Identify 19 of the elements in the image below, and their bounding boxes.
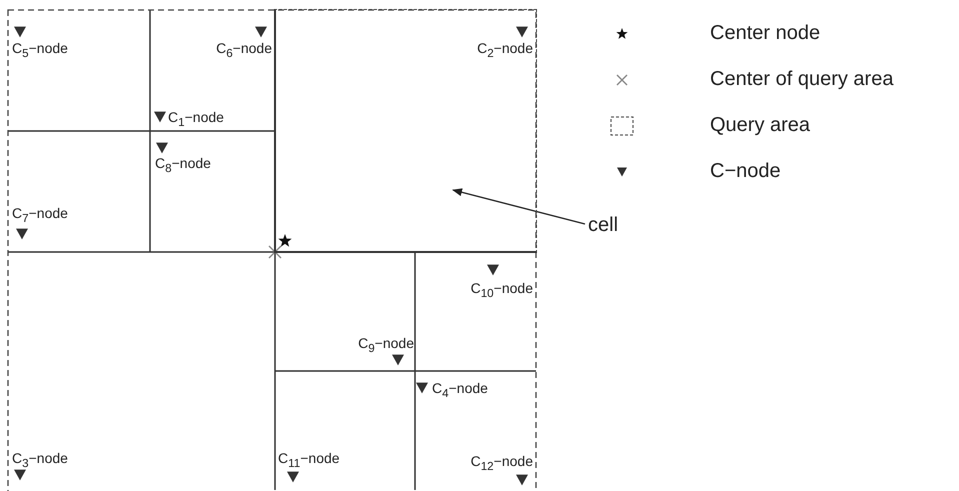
node-label: C$_{6}$−node bbox=[216, 40, 272, 62]
node-label: C$_{10}$−node bbox=[470, 280, 533, 302]
node-label: C$_{5}$−node bbox=[12, 40, 68, 62]
legend-label: Center of query area bbox=[710, 67, 894, 91]
node-label: C$_{8}$−node bbox=[155, 155, 211, 177]
node-label: C$_{2}$−node bbox=[477, 40, 533, 62]
node-label: C$_{7}$−node bbox=[12, 205, 68, 227]
node-label: C$_{3}$−node bbox=[12, 450, 68, 472]
node-label: C$_{4}$−node bbox=[432, 380, 488, 402]
leader-line bbox=[452, 188, 586, 225]
callout-text: cell bbox=[588, 213, 618, 237]
legend-label: Center node bbox=[710, 21, 820, 45]
legend-label: Query area bbox=[710, 113, 810, 137]
node-label: C$_{9}$−node bbox=[358, 335, 414, 357]
grid-cell bbox=[274, 9, 537, 253]
node-label: C$_{1}$−node bbox=[168, 109, 224, 131]
node-label: C$_{11}$−node bbox=[278, 450, 340, 472]
legend-label: C−node bbox=[710, 159, 781, 183]
node-label: C$_{12}$−node bbox=[470, 453, 533, 475]
